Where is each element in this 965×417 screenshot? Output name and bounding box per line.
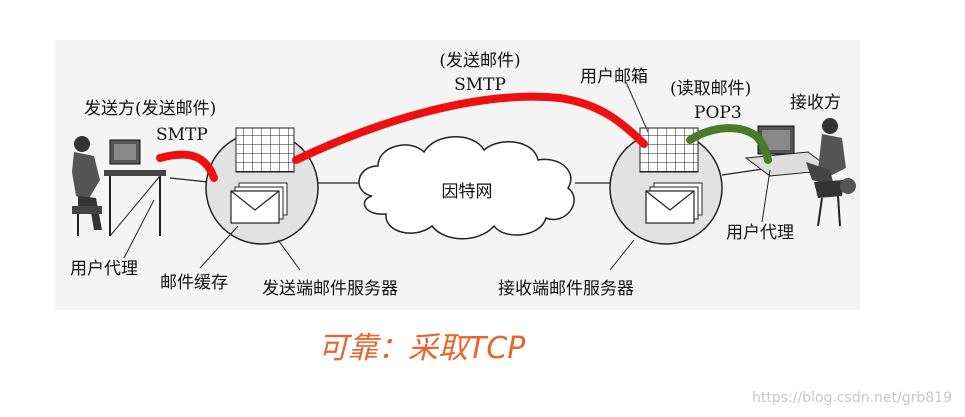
read-label: (读取邮件) — [670, 79, 751, 99]
mailbox-label: 用户邮箱 — [580, 67, 648, 87]
mailbox-envelope-icon — [645, 190, 695, 224]
handwritten-annotation: 可靠：采取TCP — [318, 331, 526, 366]
recv-mail-server — [609, 127, 723, 245]
recv-server-label: 接收端邮件服务器 — [498, 279, 634, 299]
pointer-user-agent-right — [761, 169, 771, 223]
mail-cache-envelope-icon — [230, 190, 280, 224]
receiver-label: 接收方 — [790, 93, 841, 113]
link-sender-server — [169, 177, 209, 183]
sender-computer-icon — [72, 136, 166, 237]
send-path-protocol-label: SMTP — [454, 75, 506, 95]
receiver-computer-icon — [744, 118, 856, 227]
pointer-mail-cache — [199, 225, 239, 269]
user-agent-left-label: 用户代理 — [70, 259, 138, 279]
mail-cache-label: 邮件缓存 — [160, 273, 228, 293]
send-mail-server — [205, 127, 319, 245]
send-server-label: 发送端邮件服务器 — [262, 279, 398, 299]
mailbox-grid-left-cells — [236, 128, 294, 172]
pointer-send-server — [277, 239, 301, 271]
smtp-send-path-short — [156, 150, 218, 182]
pointer-user-agent-left — [123, 199, 155, 259]
mailbox-grid-right-cells — [640, 128, 698, 172]
pointer-mailbox — [625, 81, 649, 133]
internet-cloud: 因特网 — [358, 136, 575, 240]
internet-label: 因特网 — [442, 182, 493, 202]
watermark: https://blog.csdn.net/grb819 — [752, 390, 952, 406]
sender-protocol-label: SMTP — [156, 125, 208, 145]
user-agent-right-label: 用户代理 — [726, 223, 794, 243]
pointer-recv-server — [609, 239, 635, 271]
sender-label: 发送方(发送邮件) — [84, 99, 216, 119]
pop3-read-path — [686, 124, 772, 164]
smtp-send-path-long — [292, 92, 648, 164]
send-path-label: (发送邮件) — [439, 51, 520, 71]
read-protocol-label: POP3 — [694, 103, 742, 123]
